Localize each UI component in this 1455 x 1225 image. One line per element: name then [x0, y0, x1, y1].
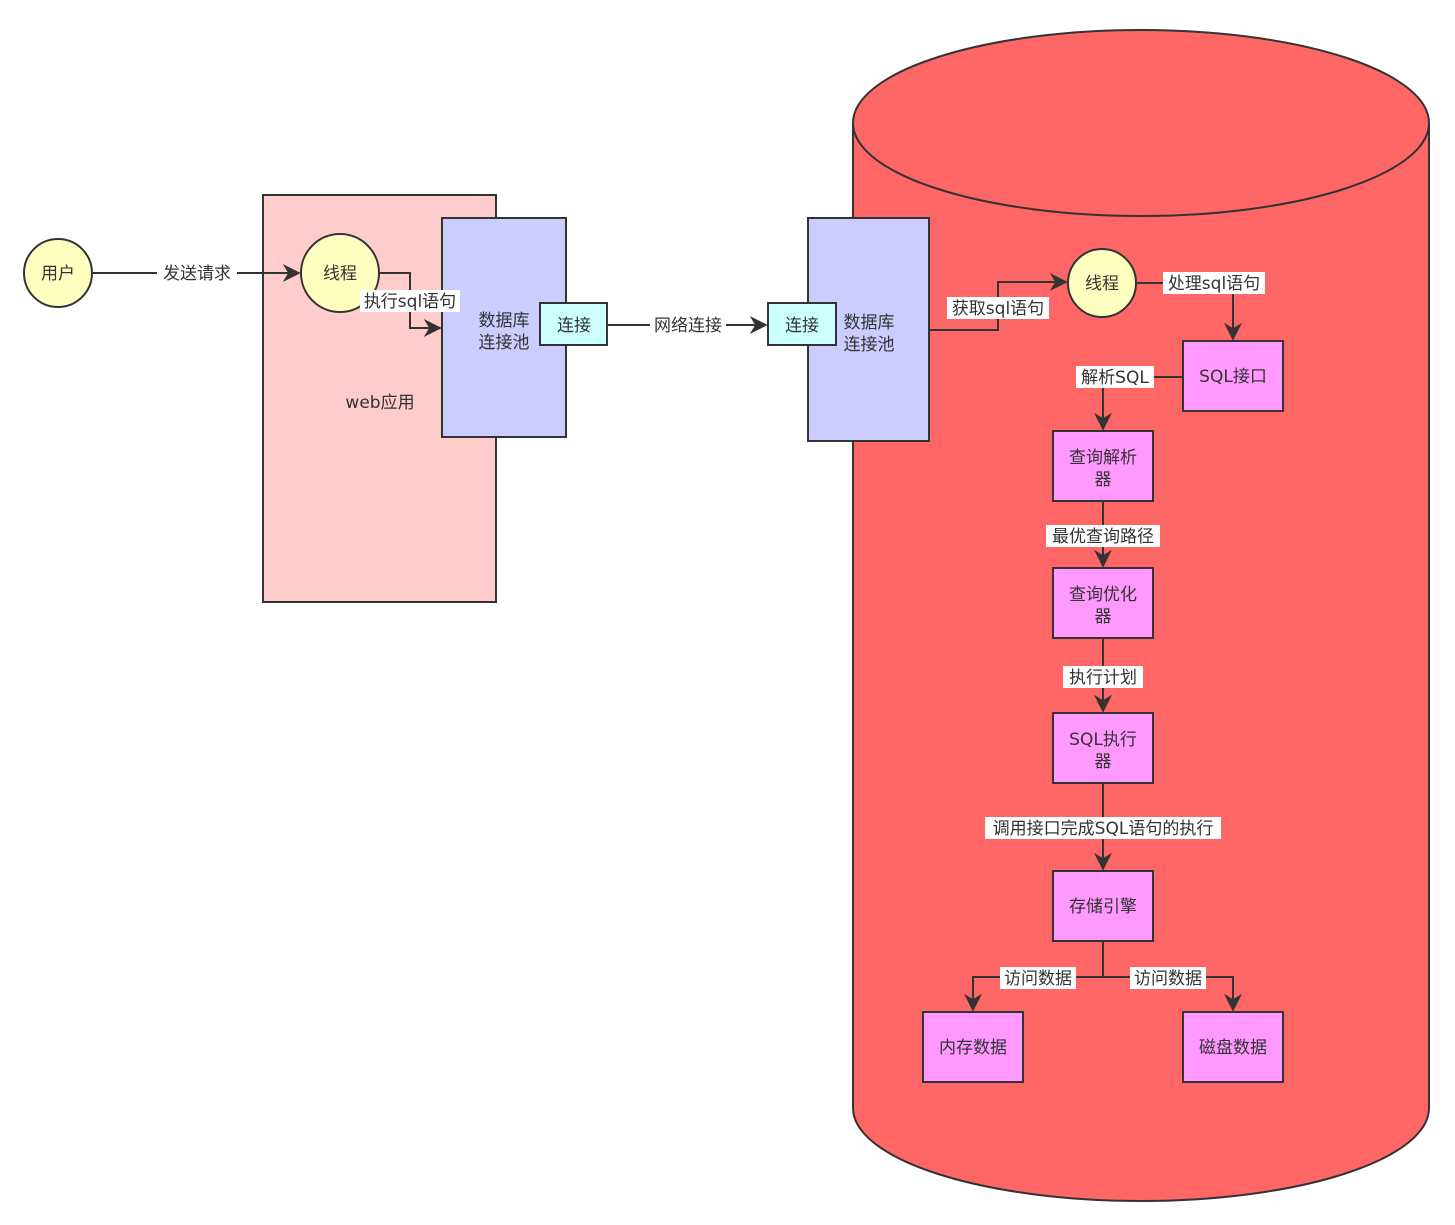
- disk-data-node: 磁盘数据: [1182, 1011, 1284, 1083]
- sql-executor-node: SQL执行 器: [1052, 712, 1154, 784]
- disk-data-label: 磁盘数据: [1199, 1038, 1267, 1058]
- sql-executor-label-line1: SQL执行: [1069, 730, 1137, 750]
- memory-data-node: 内存数据: [922, 1011, 1024, 1083]
- label-access-disk: 访问数据: [1134, 969, 1202, 989]
- sql-interface-label: SQL接口: [1199, 367, 1267, 387]
- db-pool-label-line2: 连接池: [844, 335, 895, 355]
- label-access-memory: 访问数据: [1004, 969, 1072, 989]
- web-thread-label: 线程: [323, 264, 357, 284]
- label-process-sql: 处理sql语句: [1168, 274, 1260, 294]
- sql-executor-label-line2: 器: [1095, 752, 1112, 772]
- query-optimizer-label-line2: 器: [1095, 607, 1112, 627]
- query-parser-node: 查询解析 器: [1052, 430, 1154, 502]
- database-cylinder: [852, 29, 1430, 1202]
- db-thread-label: 线程: [1085, 274, 1119, 294]
- label-network-conn: 网络连接: [654, 316, 722, 336]
- web-connection-node: 连接: [539, 302, 608, 346]
- storage-engine-label: 存储引擎: [1069, 897, 1137, 917]
- label-parse-sql: 解析SQL: [1081, 368, 1149, 388]
- web-app-label: web应用: [345, 393, 414, 413]
- edge-labels: 发送请求 执行sql语句 网络连接 获取sql语句 处理sql语句 解析SQL …: [157, 262, 1265, 989]
- db-connection-node: 连接: [767, 302, 837, 346]
- web-connection-pool: 数据库 连接池: [441, 217, 567, 438]
- query-parser-label-line1: 查询解析: [1069, 448, 1137, 468]
- db-thread-node: 线程: [1067, 248, 1137, 318]
- label-get-sql: 获取sql语句: [952, 299, 1044, 319]
- user-node: 用户: [23, 238, 93, 308]
- storage-engine-node: 存储引擎: [1052, 870, 1154, 942]
- db-pool-label-line1: 数据库: [844, 313, 895, 333]
- user-label: 用户: [41, 264, 75, 284]
- label-call-interface: 调用接口完成SQL语句的执行: [993, 819, 1214, 839]
- query-optimizer-label-line1: 查询优化: [1069, 585, 1137, 605]
- query-parser-label-line2: 器: [1095, 470, 1112, 490]
- memory-data-label: 内存数据: [939, 1038, 1007, 1058]
- sql-interface-node: SQL接口: [1182, 340, 1284, 412]
- label-exec-plan: 执行计划: [1069, 668, 1137, 688]
- label-best-path: 最优查询路径: [1052, 527, 1154, 547]
- web-connection-label: 连接: [557, 316, 591, 336]
- web-pool-label-line2: 连接池: [479, 333, 530, 353]
- web-pool-label-line1: 数据库: [479, 311, 530, 331]
- label-exec-sql: 执行sql语句: [364, 292, 456, 312]
- db-connection-label: 连接: [785, 316, 819, 336]
- query-optimizer-node: 查询优化 器: [1052, 567, 1154, 639]
- label-send-request: 发送请求: [163, 264, 231, 284]
